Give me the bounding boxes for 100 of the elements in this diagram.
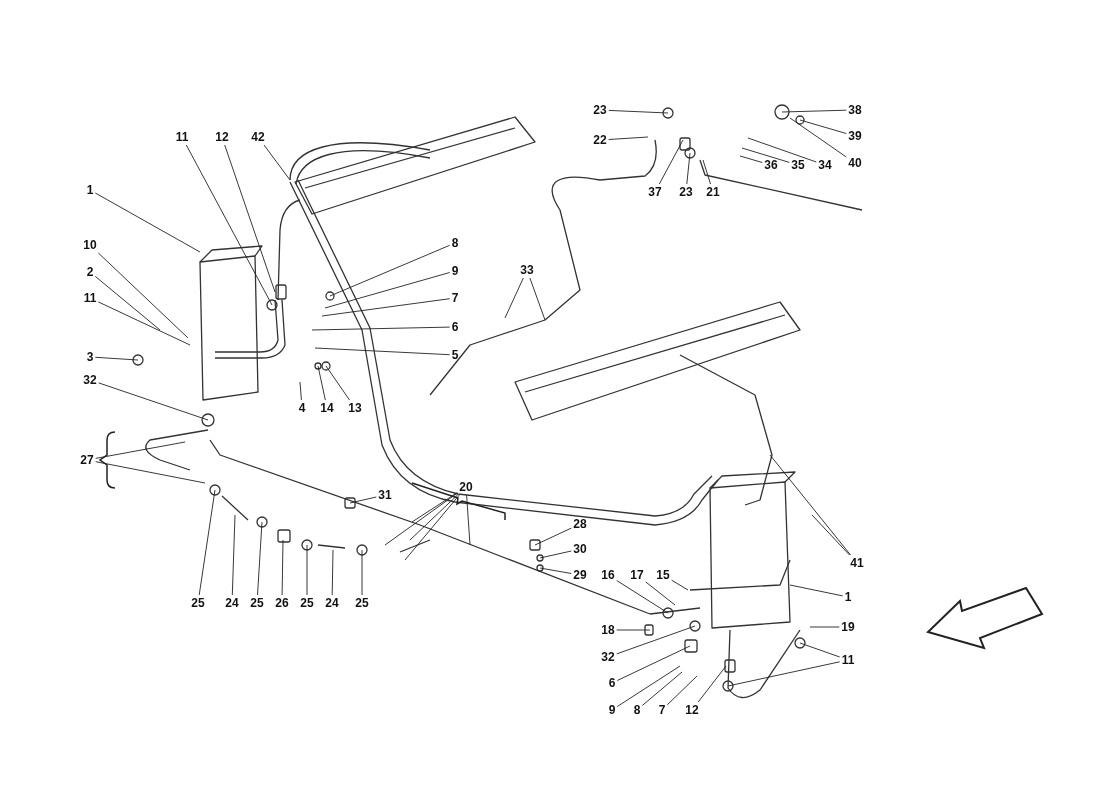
callout-number: 1 — [85, 183, 95, 197]
leader-line — [534, 527, 572, 546]
leader-line — [409, 494, 458, 541]
callout-number: 11 — [174, 130, 190, 144]
callout-number: 22 — [592, 133, 608, 147]
leader-line — [789, 584, 844, 597]
callout-number: 25 — [190, 596, 206, 610]
leader-line — [94, 275, 161, 331]
leader-line — [306, 544, 308, 596]
leader-line — [741, 147, 790, 163]
leader-line — [658, 139, 684, 185]
callout-number: 38 — [847, 103, 863, 117]
leader-line — [539, 550, 572, 559]
leader-line — [97, 301, 191, 346]
leader-line — [789, 117, 847, 158]
leader-line — [671, 579, 689, 591]
callout-number: 2 — [85, 265, 95, 279]
leader-line — [702, 159, 711, 185]
callout-number: 35 — [790, 158, 806, 172]
callout-number: 21 — [705, 185, 721, 199]
leader-line — [641, 671, 683, 706]
leader-line — [727, 661, 841, 687]
callout-number: 42 — [250, 130, 266, 144]
leader-line — [404, 494, 460, 561]
leader-line — [747, 137, 817, 163]
callout-number: 33 — [519, 263, 535, 277]
callout-number: 32 — [82, 373, 98, 387]
callout-number: 6 — [450, 320, 460, 334]
leader-line — [198, 489, 216, 596]
callout-number: 39 — [847, 129, 863, 143]
leader-line — [97, 252, 189, 339]
callout-number: 26 — [274, 596, 290, 610]
callout-number: 8 — [450, 236, 460, 250]
callout-number: 23 — [678, 185, 694, 199]
callout-number: 4 — [297, 401, 307, 415]
callout-number: 7 — [657, 703, 667, 717]
callout-number: 24 — [224, 596, 240, 610]
callout-number: 17 — [629, 568, 645, 582]
leader-line — [311, 326, 451, 331]
leader-line — [321, 298, 451, 317]
leader-line — [799, 119, 847, 134]
leader-line — [361, 549, 363, 596]
leader-line — [539, 567, 572, 574]
leader-line — [95, 441, 186, 459]
leader-line — [466, 494, 471, 546]
callout-number: 20 — [458, 480, 474, 494]
callout-number: 34 — [817, 158, 833, 172]
callout-number: 12 — [214, 130, 230, 144]
leader-line — [697, 665, 727, 703]
callout-number: 41 — [849, 556, 865, 570]
callout-number: 25 — [354, 596, 370, 610]
callout-number: 23 — [592, 103, 608, 117]
callout-number: 24 — [324, 596, 340, 610]
callout-number: 3 — [85, 350, 95, 364]
callout-number: 13 — [347, 401, 363, 415]
leader-line — [608, 109, 669, 114]
leader-line — [325, 365, 350, 401]
callout-number: 36 — [763, 158, 779, 172]
callout-number: 18 — [600, 623, 616, 637]
leader-line — [263, 144, 291, 181]
leader-line — [645, 581, 676, 606]
callout-number: 25 — [299, 596, 315, 610]
callout-number: 31 — [377, 488, 393, 502]
leader-line — [799, 642, 841, 658]
leader-line — [231, 514, 236, 596]
leader-line — [811, 514, 850, 556]
leader-line — [769, 454, 852, 556]
callout-number: 1 — [843, 590, 853, 604]
leader-line — [504, 277, 524, 319]
leader-line — [314, 347, 451, 356]
callout-number: 28 — [572, 517, 588, 531]
leader-line — [616, 665, 681, 707]
leader-line — [317, 365, 326, 401]
leader-line — [616, 629, 651, 631]
callout-number: 10 — [82, 238, 98, 252]
leader-line — [94, 192, 201, 253]
callout-number: 32 — [600, 650, 616, 664]
leader-line — [529, 277, 546, 321]
callout-number: 14 — [319, 401, 335, 415]
callout-number: 6 — [607, 676, 617, 690]
leader-line — [324, 272, 451, 309]
leader-line — [384, 492, 458, 546]
leader-line — [299, 381, 302, 401]
callout-number: 30 — [572, 542, 588, 556]
callout-number: 12 — [684, 703, 700, 717]
leader-line — [185, 144, 273, 306]
callout-number: 40 — [847, 156, 863, 170]
leader-line — [257, 521, 263, 596]
leader-line — [616, 645, 691, 681]
callout-number: 9 — [607, 703, 617, 717]
callout-number: 29 — [572, 568, 588, 582]
leader-line — [809, 626, 840, 628]
leader-line — [95, 461, 206, 484]
callout-number: 19 — [840, 620, 856, 634]
leader-line — [411, 492, 458, 523]
leader-line — [331, 549, 334, 596]
leader-line — [781, 109, 847, 113]
callout-number: 8 — [632, 703, 642, 717]
callout-number: 11 — [840, 653, 856, 667]
leader-line — [224, 144, 276, 293]
